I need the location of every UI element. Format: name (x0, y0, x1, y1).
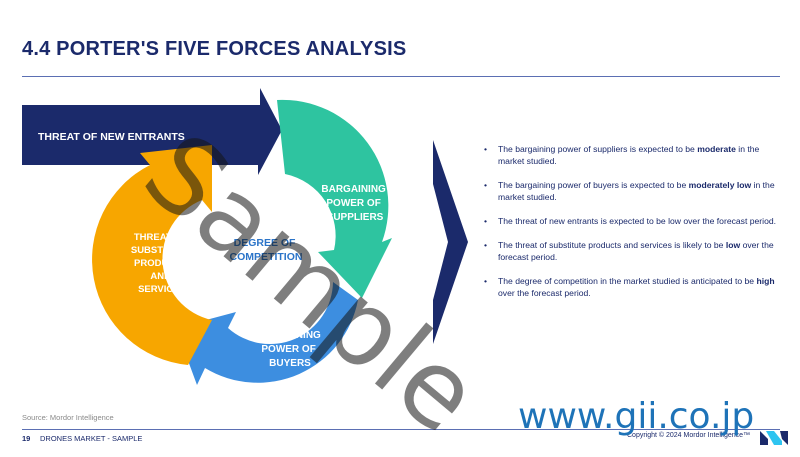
svg-text:DEGREE OF COMPETITION: DEGREE OF COMPETITION (230, 237, 303, 263)
svg-text:BARGAINING POWER OF BU: BARGAINING POWER OF BUYERS (256, 330, 323, 369)
competition-label-line: DEGREE OF (234, 237, 296, 249)
conclusion-chevron (433, 140, 468, 344)
source-note: Source: Mordor Intelligence (22, 413, 114, 422)
suppliers-label-line: BARGAINING (321, 184, 386, 195)
new-entrants-label: THREAT OF NEW ENTRANTS (38, 131, 185, 143)
buyers-label-line: POWER OF (261, 344, 315, 355)
svg-text:BARGAINING POWER OF SU: BARGAINING POWER OF SUPPLIERS (321, 184, 388, 223)
buyers-label-line: BUYERS (269, 358, 311, 369)
suppliers-label-line: SUPPLIERS (327, 212, 384, 223)
finding-item: The threat of new entrants is expected t… (484, 215, 784, 227)
finding-item: The degree of competition in the market … (484, 275, 784, 299)
substitutes-label-line: SERVICES (138, 284, 186, 295)
page-title: 4.4 PORTER'S FIVE FORCES ANALYSIS (22, 38, 407, 60)
buyers-label-line: BARGAINING (256, 330, 321, 341)
finding-item: The bargaining power of suppliers is exp… (484, 143, 784, 167)
copyright-notice: Copyright © 2024 Mordor Intelligence™ (627, 432, 751, 439)
report-name: DRONES MARKET - SAMPLE (40, 434, 143, 443)
page-number: 19 (22, 434, 31, 443)
substitutes-label-line: AND (150, 271, 171, 282)
suppliers-label-line: POWER OF (326, 198, 380, 209)
finding-item: The bargaining power of buyers is expect… (484, 179, 784, 203)
competition-label-line: COMPETITION (230, 251, 303, 263)
substitutes-label-line: SUBSTITUTE (131, 245, 191, 256)
title-divider (22, 76, 780, 77)
substitutes-label-line: PRODUCTS (134, 258, 187, 269)
buyers-segment (176, 282, 358, 385)
mordor-logo-icon (760, 431, 788, 445)
site-watermark: www.gii.co.jp (518, 396, 755, 437)
findings-list: The bargaining power of suppliers is exp… (484, 143, 784, 311)
footer-divider (22, 429, 780, 430)
new-entrants-arrow (22, 88, 282, 175)
substitutes-label-line: THREAT OF (134, 232, 188, 243)
suppliers-segment (277, 99, 392, 298)
substitutes-segment (92, 145, 212, 365)
svg-text:THREAT OF SUBSTITUTE P: THREAT OF SUBSTITUTE PRODUCTS AND SERVIC… (131, 232, 193, 295)
finding-item: The threat of substitute products and se… (484, 239, 784, 263)
